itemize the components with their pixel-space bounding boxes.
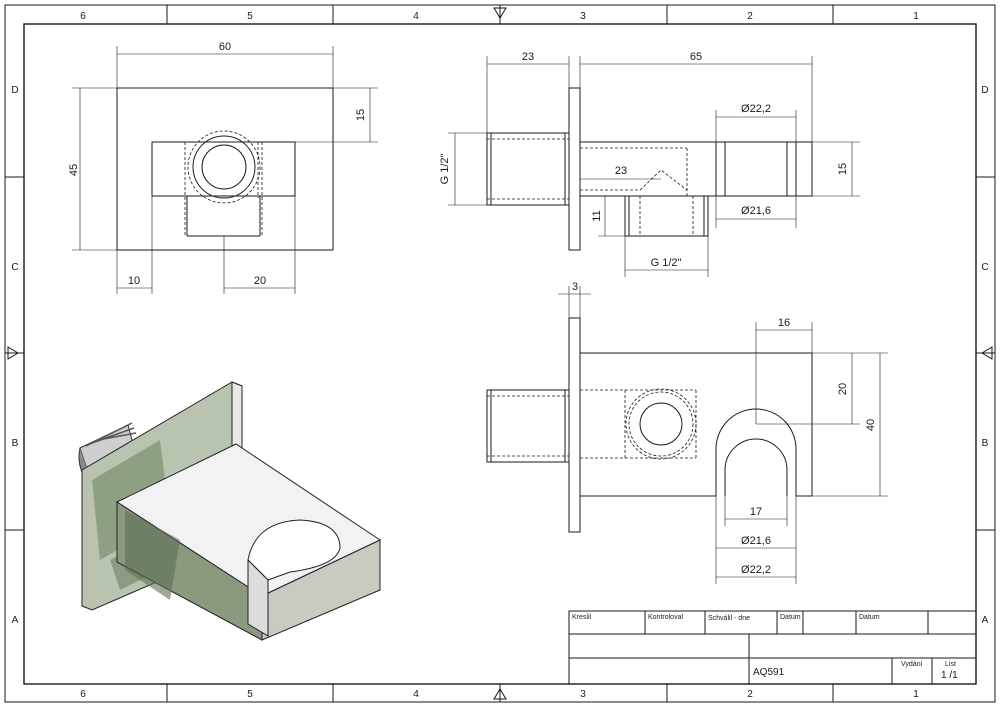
front-dim-height: 45	[68, 164, 80, 176]
top-dim-plate: 3	[572, 281, 578, 293]
side-dim-flange: 23	[522, 51, 534, 63]
side-view: 23 65 Ø22,2 Ø21,6 23 G 1/2" 15 11	[439, 51, 860, 277]
tb-sheet-value: 1 /1	[941, 670, 958, 681]
top-dim-20: 20	[837, 383, 849, 395]
top-dim-bore-inner: Ø21,6	[741, 535, 771, 547]
zone-row-label: D	[981, 85, 988, 96]
side-dim-thread-out: G 1/2"	[651, 257, 682, 269]
zone-row-label: B	[982, 438, 989, 449]
zone-row-label: D	[11, 85, 18, 96]
tb-checked-by-label: Kontroloval	[648, 614, 683, 621]
front-dim-outlet: 20	[254, 275, 266, 287]
zone-col-label: 2	[747, 689, 753, 700]
top-dim-16: 16	[778, 317, 790, 329]
zone-col-label: 4	[413, 689, 419, 700]
zone-row-label: C	[981, 262, 988, 273]
front-dim-width: 60	[219, 41, 231, 53]
zone-col-label: 4	[413, 11, 419, 22]
tb-drawn-by-label: Kreslil	[572, 614, 592, 621]
zone-col-label: 6	[80, 11, 86, 22]
top-dim-17: 17	[750, 506, 762, 518]
zone-row-label: A	[12, 615, 19, 626]
tb-part-number: AQ591	[753, 667, 785, 678]
top-view: 3 16 20 40 17 Ø21,6 Ø22,2	[486, 281, 888, 584]
top-dim-40: 40	[865, 419, 877, 431]
zone-col-label: 5	[247, 11, 253, 22]
isometric-view	[78, 381, 382, 641]
side-dim-15: 15	[837, 163, 849, 175]
side-dim-inner: 23	[615, 165, 627, 177]
zone-col-label: 3	[580, 689, 586, 700]
zone-col-label: 3	[580, 11, 586, 22]
side-dim-body: 65	[690, 51, 702, 63]
side-dim-11: 11	[591, 210, 603, 221]
zone-col-label: 1	[913, 689, 919, 700]
zone-col-label: 2	[747, 11, 753, 22]
front-dim-top: 15	[355, 109, 367, 121]
side-dim-bore-inner: Ø21,6	[741, 205, 771, 217]
side-dim-thread-in: G 1/2"	[439, 154, 451, 185]
zone-col-label: 6	[80, 689, 86, 700]
tb-approved-label: Schválil - dne	[708, 615, 750, 622]
tb-date-label: Datum	[859, 614, 880, 621]
sheet-frame	[4, 4, 996, 703]
zone-col-label: 5	[247, 689, 253, 700]
top-dim-bore-outer: Ø22,2	[741, 564, 771, 576]
tb-issue-label: Vydání	[901, 661, 923, 668]
zone-row-label: C	[11, 262, 18, 273]
zone-row-label: B	[12, 438, 19, 449]
title-block: Kreslil Kontroloval Schválil - dne Datum…	[568, 610, 977, 685]
zone-row-label: A	[982, 615, 989, 626]
tb-date-label: Datum	[780, 614, 801, 621]
side-dim-bore-outer: Ø22,2	[741, 103, 771, 115]
front-dim-left: 10	[128, 275, 140, 287]
zone-labels: 6 5 4 3 2 1 6 5 4 3 2 1 D C B A D C B A	[11, 11, 988, 700]
zone-col-label: 1	[913, 11, 919, 22]
tb-sheet-label: List	[945, 661, 956, 668]
front-view: 60 45 15 10 20	[68, 41, 378, 294]
